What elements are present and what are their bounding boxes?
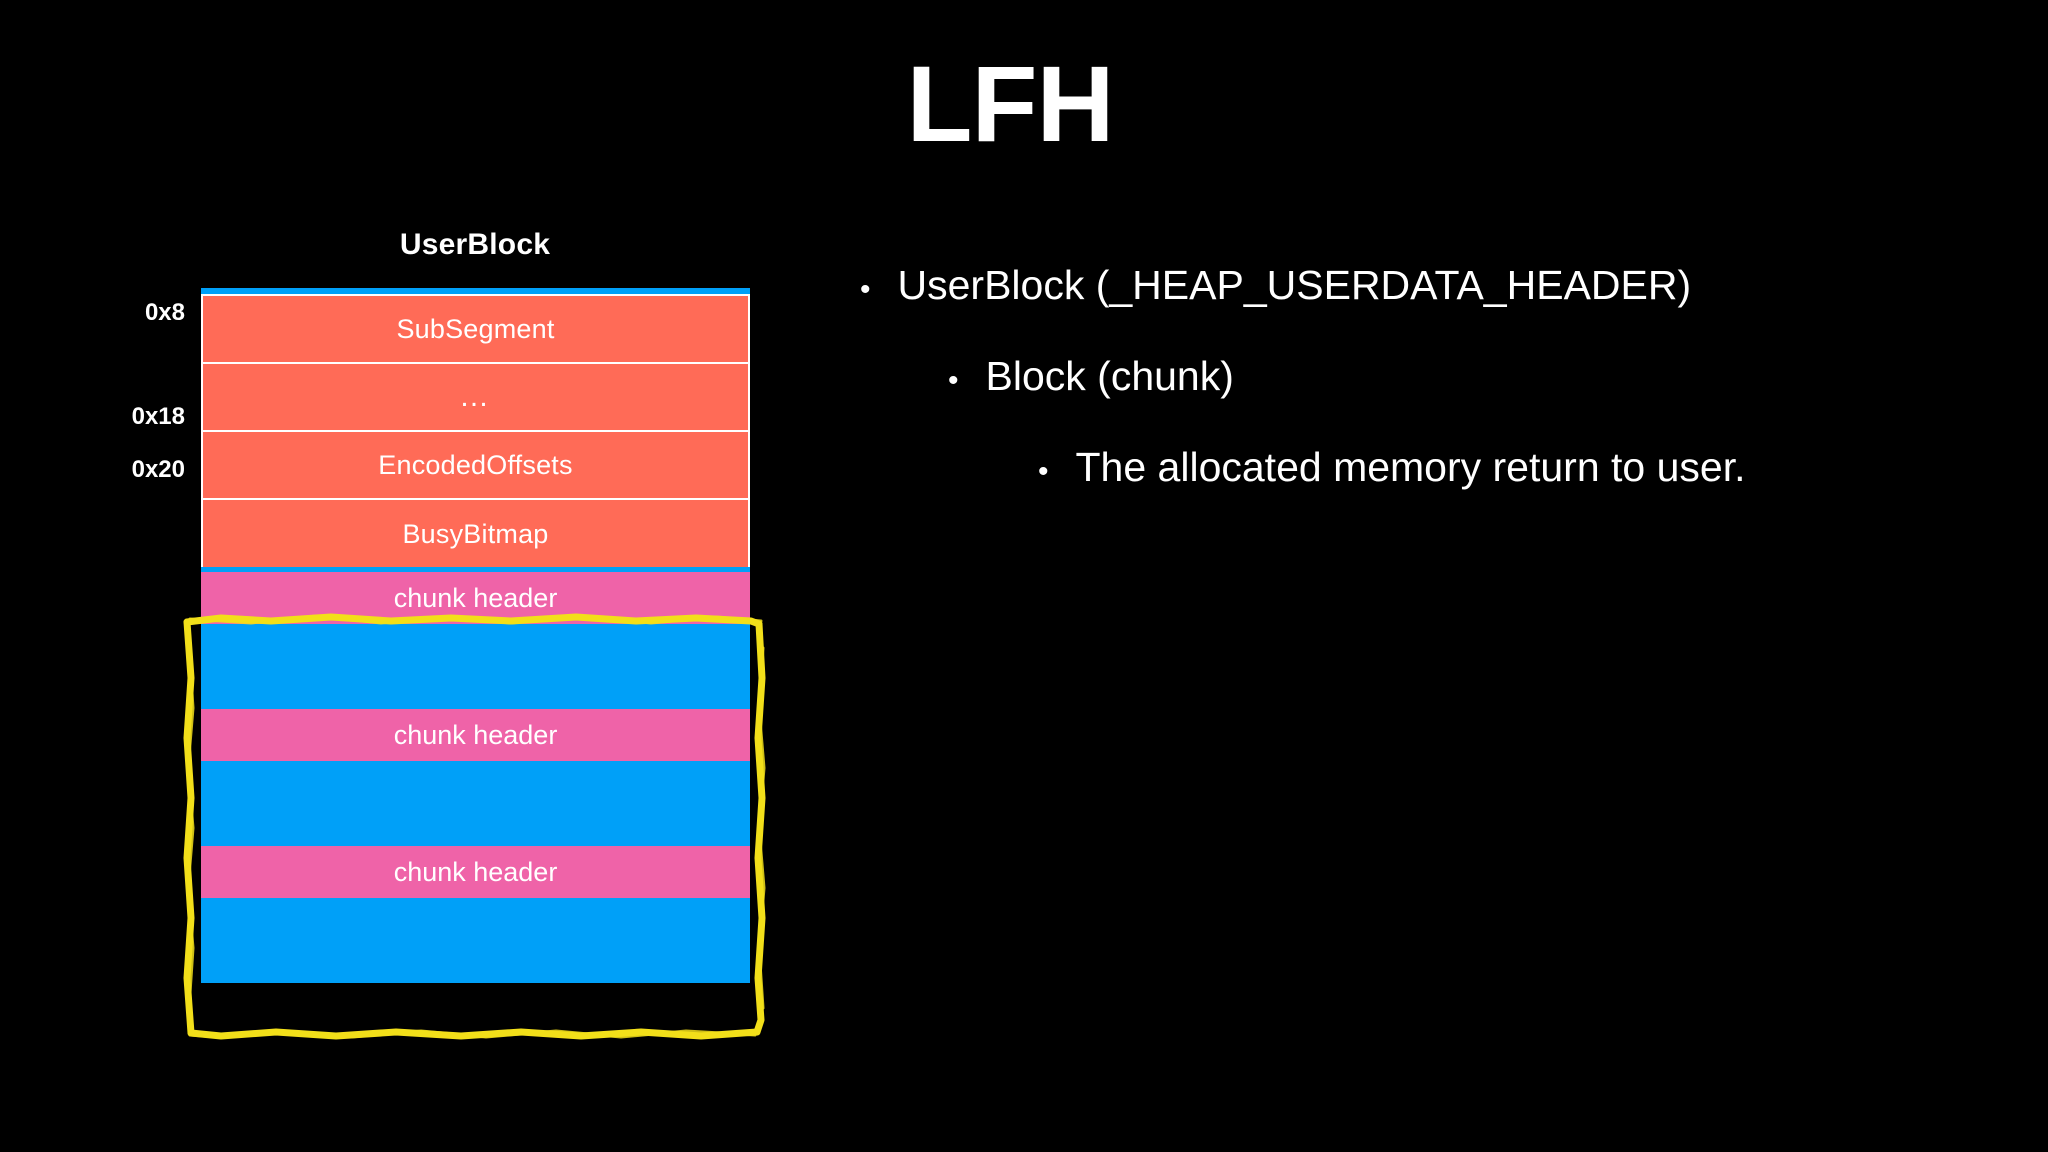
- chunk-header-label: chunk header: [201, 709, 750, 761]
- bullet-text: The allocated memory return to user.: [1075, 444, 1746, 490]
- header-row-encodedoffsets: EncodedOffsets: [203, 432, 748, 500]
- header-row-busybitmap: BusyBitmap: [203, 500, 748, 568]
- bullet-text: Block (chunk): [985, 353, 1234, 399]
- bullet-item-userblock: • UserBlock (_HEAP_USERDATA_HEADER): [860, 262, 2048, 309]
- offset-label-0x18: 0x18: [131, 403, 185, 430]
- offset-gutter: 0x8 0x18 0x20: [35, 0, 185, 1152]
- bullet-marker-icon: •: [860, 273, 871, 306]
- chunk-list: chunk header chunk header chunk header: [201, 572, 750, 983]
- diagram-title: UserBlock: [399, 228, 551, 261]
- userblock-top-strip: [201, 288, 750, 294]
- bullet-marker-icon: •: [948, 364, 959, 397]
- chunk-header-label: chunk header: [201, 846, 750, 898]
- page-title: LFH: [906, 43, 1115, 164]
- content-panel: LFH • UserBlock (_HEAP_USERDATA_HEADER) …: [820, 0, 2048, 1152]
- chunk-user-data: [201, 761, 750, 846]
- chunk-user-data: [201, 898, 750, 983]
- bullet-marker-icon: •: [1038, 455, 1049, 488]
- userblock-diagram: UserBlock 0x8 0x18 0x20 SubSegment … Enc…: [0, 0, 820, 1152]
- bullet-text: UserBlock (_HEAP_USERDATA_HEADER): [897, 262, 1692, 308]
- bullet-item-block: • Block (chunk): [948, 353, 2048, 400]
- bullet-item-allocated-memory: • The allocated memory return to user.: [1038, 444, 2048, 491]
- chunk-block: chunk header: [201, 846, 750, 983]
- chunk-block: chunk header: [201, 709, 750, 846]
- chunk-header-label: chunk header: [201, 572, 750, 624]
- bullet-list: • UserBlock (_HEAP_USERDATA_HEADER) • Bl…: [820, 262, 2048, 491]
- offset-label-0x8: 0x8: [144, 299, 185, 326]
- chunk-block: chunk header: [201, 572, 750, 709]
- chunk-user-data: [201, 624, 750, 709]
- header-row-subsegment: SubSegment: [203, 296, 748, 364]
- header-row-ellipsis: …: [203, 364, 748, 432]
- userblock-header-stack: SubSegment … EncodedOffsets BusyBitmap: [201, 294, 750, 570]
- offset-label-0x20: 0x20: [131, 456, 185, 483]
